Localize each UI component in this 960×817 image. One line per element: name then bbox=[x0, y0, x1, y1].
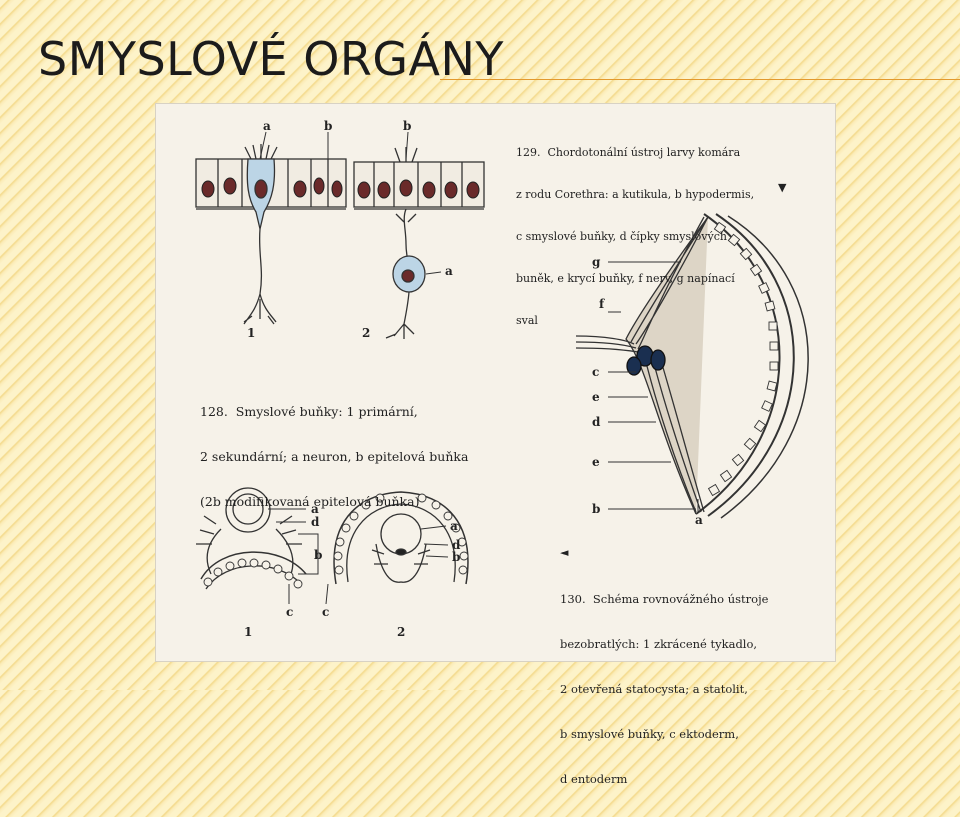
textbook-figure-plate: a b b a 1 2 bbox=[155, 103, 836, 786]
fig130-2-label-a: a bbox=[450, 519, 458, 533]
figure-130-caption-line: b smyslové buňky, c ektoderm, bbox=[560, 727, 739, 741]
fig129-label-a: a bbox=[695, 513, 703, 527]
fig129-label-b: b bbox=[592, 502, 600, 516]
statocyst-1-ectoderm-cells bbox=[203, 558, 303, 589]
figure-129-caption-line: c smyslové buňky, d čípky smyslových bbox=[516, 230, 727, 243]
figure-128-sensory-cells-diagram: a b b a 1 2 bbox=[195, 119, 809, 639]
figure-128-caption-line: (2b modifikovaná epitelová buňka) bbox=[200, 494, 420, 509]
fig130-label-1: 1 bbox=[244, 625, 252, 639]
epithelium-nuclei-secondary bbox=[357, 179, 480, 199]
figure-128-caption: 128. Smyslové buňky: 1 primární, 2 sekun… bbox=[200, 374, 468, 539]
fig130-1-label-c-right: c bbox=[322, 605, 329, 619]
figure-129-caption-line: buněk, e krycí buňky, f nerv, g napínací bbox=[516, 272, 735, 285]
statocyst-diagram-2 bbox=[333, 491, 469, 585]
figure-129-caption-line: 129. Chordotonální ústroj larvy komára bbox=[516, 146, 741, 159]
statocyst-2-ectoderm-cells bbox=[333, 493, 469, 575]
fig130-1-label-a: a bbox=[311, 502, 319, 516]
fig128-label-b-left: b bbox=[324, 119, 332, 133]
figure-130-caption-line: 130. Schéma rovnovážného ústroje bbox=[560, 592, 769, 606]
fig129-label-c: c bbox=[592, 365, 599, 379]
epithelium-nuclei-primary bbox=[201, 177, 343, 198]
epithelium-row-secondary bbox=[353, 161, 485, 210]
secondary-sensory-neuron bbox=[385, 147, 426, 339]
figure-128-pointer-lines bbox=[259, 131, 442, 275]
fig128-label-a-neuron: a bbox=[445, 264, 453, 278]
fig128-label-1: 1 bbox=[247, 326, 255, 340]
fig128-label-2: 2 bbox=[362, 326, 370, 340]
figure-129-pointer-arrow: ▼ bbox=[778, 181, 787, 194]
fig128-label-a-top: a bbox=[263, 119, 271, 133]
slide-title: SMYSLOVÉ ORGÁNY bbox=[38, 32, 505, 86]
title-underline bbox=[440, 79, 960, 80]
figure-128-caption-line: 128. Smyslové buňky: 1 primární, bbox=[200, 404, 418, 419]
fig130-2-label-d: d bbox=[452, 538, 461, 552]
figure-130-pointer-arrow: ◄ bbox=[560, 546, 569, 559]
fig129-label-g: g bbox=[592, 255, 601, 269]
fig130-1-label-b: b bbox=[314, 548, 322, 562]
fig130-label-2: 2 bbox=[397, 625, 405, 639]
primary-sensory-neuron bbox=[243, 144, 278, 325]
fig128-label-b-right: b bbox=[403, 119, 411, 133]
fig129-label-e-lower: e bbox=[592, 455, 600, 469]
figure-128-caption-line: 2 sekundární; a neuron, b epitelová buňk… bbox=[200, 449, 469, 464]
figure-129-pointer-lines bbox=[608, 261, 699, 512]
chordotonal-cuticle-cells bbox=[707, 221, 779, 497]
figure-129-caption: 129. Chordotonální ústroj larvy komára z… bbox=[516, 118, 754, 356]
fig129-label-d: d bbox=[592, 415, 601, 429]
fig130-1-label-c-left: c bbox=[286, 605, 293, 619]
chordotonal-organ-diagram bbox=[575, 213, 809, 519]
figure-130-pointer-lines bbox=[268, 508, 449, 605]
figure-130-caption-line: bezobratlých: 1 zkrácené tykadlo, bbox=[560, 637, 758, 651]
figure-130-caption-line: d entoderm bbox=[560, 772, 628, 786]
fig129-label-e-upper: e bbox=[592, 390, 600, 404]
fig130-1-label-d: d bbox=[311, 515, 320, 529]
fig130-2-label-b: b bbox=[452, 550, 460, 564]
figure-129-caption-line: sval bbox=[516, 314, 538, 327]
fig129-label-f: f bbox=[599, 297, 605, 311]
figure-129-caption-line: z rodu Corethra: a kutikula, b hypodermi… bbox=[516, 188, 755, 201]
